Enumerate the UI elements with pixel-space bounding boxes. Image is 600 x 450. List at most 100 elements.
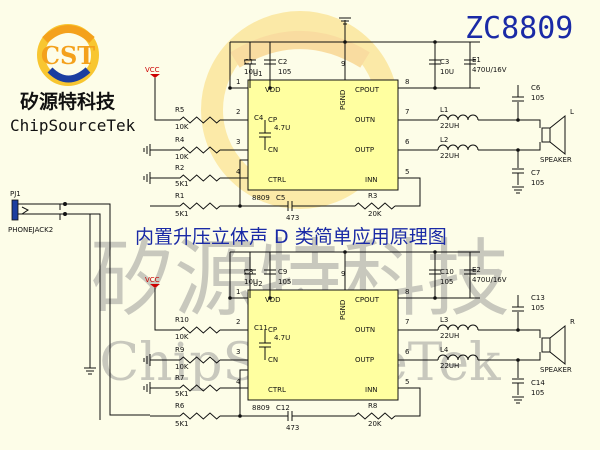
resistor-r-cp [179, 116, 221, 124]
inductor-l1-val: 22UH [440, 332, 459, 340]
resistor-r-ctrl-ref: R7 [175, 374, 184, 382]
cap-c-out2-val: 470U/16V [472, 66, 507, 74]
pin-outp-label: OUTP [355, 356, 374, 364]
pin-pgnd-label: PGND [339, 300, 347, 320]
pgnd-ground [339, 17, 351, 25]
resistor-r-cp [179, 326, 221, 334]
cap-c-in [287, 411, 293, 421]
resistor-r-cn [179, 146, 221, 154]
channel-right: U28809VDDCPCNCTRLCPOUTOUTNOUTPINNPGND123… [143, 250, 575, 432]
inductor-l2 [437, 144, 479, 151]
resistor-r-in-ref: R6 [175, 402, 185, 410]
cap-c-out1-val: 10U [440, 68, 454, 76]
resistor-r-ctrl [179, 384, 221, 392]
pin-vdd-label: VDD [265, 296, 281, 304]
pin-cpout-label: CPOUT [355, 86, 380, 94]
speaker-body [541, 337, 551, 353]
cap-c-out2-ref: E1 [472, 56, 481, 64]
wire [478, 119, 541, 128]
input-jack: PJ1 PHONEJACK2 [8, 190, 150, 420]
inductor-l1-ref: L1 [440, 106, 448, 114]
resistor-r-fb-ref: R8 [368, 402, 377, 410]
jack-type: PHONEJACK2 [8, 226, 53, 234]
cap-c-f2-ref: C7 [531, 169, 540, 177]
speaker-body [541, 127, 551, 143]
resistor-r-cp-val: 10K [175, 123, 189, 131]
cap-c-out1-ref: C10 [440, 268, 454, 276]
pin-9-number: 9 [341, 60, 345, 68]
ic-ref: U2 [253, 280, 263, 288]
cap-c-out2 [464, 59, 476, 65]
inductor-l2-val: 22UH [440, 362, 459, 370]
cap-c-f2-val: 105 [531, 389, 544, 397]
wire [478, 352, 541, 361]
wire [434, 252, 471, 298]
wire [434, 42, 471, 88]
resistor-r-in-val: 5K1 [175, 210, 189, 218]
resistor-r-in [179, 202, 221, 210]
vcc-label: VCC [145, 66, 160, 74]
logo-letters: CST [41, 41, 95, 70]
wire [395, 177, 421, 207]
pin-4-number: 4 [236, 378, 241, 386]
pin-cp-label: CP [268, 326, 277, 334]
resistor-r-fb-val: 20K [368, 420, 382, 428]
pin-5-number: 5 [405, 168, 409, 176]
pin-ctrl-label: CTRL [268, 176, 286, 184]
vcc-arrow [150, 284, 160, 288]
pin-4-number: 4 [236, 168, 241, 176]
cn-ground [143, 144, 151, 156]
resistor-r-in [179, 412, 221, 420]
resistor-r-cn [179, 356, 221, 364]
cap-c-fly-ref: C11 [254, 324, 268, 332]
cap-c-f1-val: 105 [531, 94, 544, 102]
cap-c-b-val: 105 [278, 68, 291, 76]
cap-c-a-ref: C8 [244, 268, 253, 276]
junction [268, 296, 272, 300]
pin-2-number: 2 [236, 108, 240, 116]
cap-c-out2-val: 470U/16V [472, 276, 507, 284]
cf2-ground [512, 186, 524, 194]
ic-part: 8809 [252, 194, 270, 202]
pin-vdd-label: VDD [265, 86, 281, 94]
cap-c-f1 [512, 306, 524, 312]
resistor-r-fb [354, 202, 396, 210]
cap-c-b-ref: C2 [278, 58, 287, 66]
pin-5-number: 5 [405, 378, 409, 386]
pin-outn-label: OUTN [355, 116, 375, 124]
pin-cn-label: CN [268, 146, 278, 154]
resistor-r-fb-val: 20K [368, 210, 382, 218]
cap-c-b [264, 59, 276, 65]
cap-c-f1-ref: C13 [531, 294, 545, 302]
pin-ctrl-label: CTRL [268, 386, 286, 394]
pin-outn-label: OUTN [355, 326, 375, 334]
cap-c-f2-ref: C14 [531, 379, 545, 387]
pin-outp-label: OUTP [355, 146, 374, 154]
junction [433, 296, 437, 300]
pin-pgnd-label: PGND [339, 90, 347, 110]
cf2-ground [512, 396, 524, 404]
brand-cn-name: 矽源特科技 [20, 90, 116, 113]
resistor-r-in-val: 5K1 [175, 420, 189, 428]
resistor-r-ctrl-val: 5K1 [175, 390, 189, 398]
cap-c-b-val: 105 [278, 278, 291, 286]
cap-c-f2-val: 105 [531, 179, 544, 187]
pin-inn-label: INN [365, 386, 378, 394]
cap-c-f2 [512, 378, 524, 384]
wire [154, 288, 180, 331]
cap-c-f2 [512, 168, 524, 174]
wire [239, 159, 248, 206]
speaker-cone [549, 114, 566, 156]
pin-2-number: 2 [236, 318, 240, 326]
cap-c-a-val: 10U [244, 68, 258, 76]
cap-c-out1-val: 105 [440, 278, 453, 286]
ic-body [247, 289, 399, 401]
cap-c-f1 [512, 96, 524, 102]
wire [239, 369, 248, 416]
brand-en-name: ChipSourceTek [10, 116, 136, 135]
cap-c-out1 [429, 269, 441, 275]
cap-c-out1-ref: C3 [440, 58, 449, 66]
junction [238, 204, 242, 208]
inductor-l1 [437, 324, 479, 331]
